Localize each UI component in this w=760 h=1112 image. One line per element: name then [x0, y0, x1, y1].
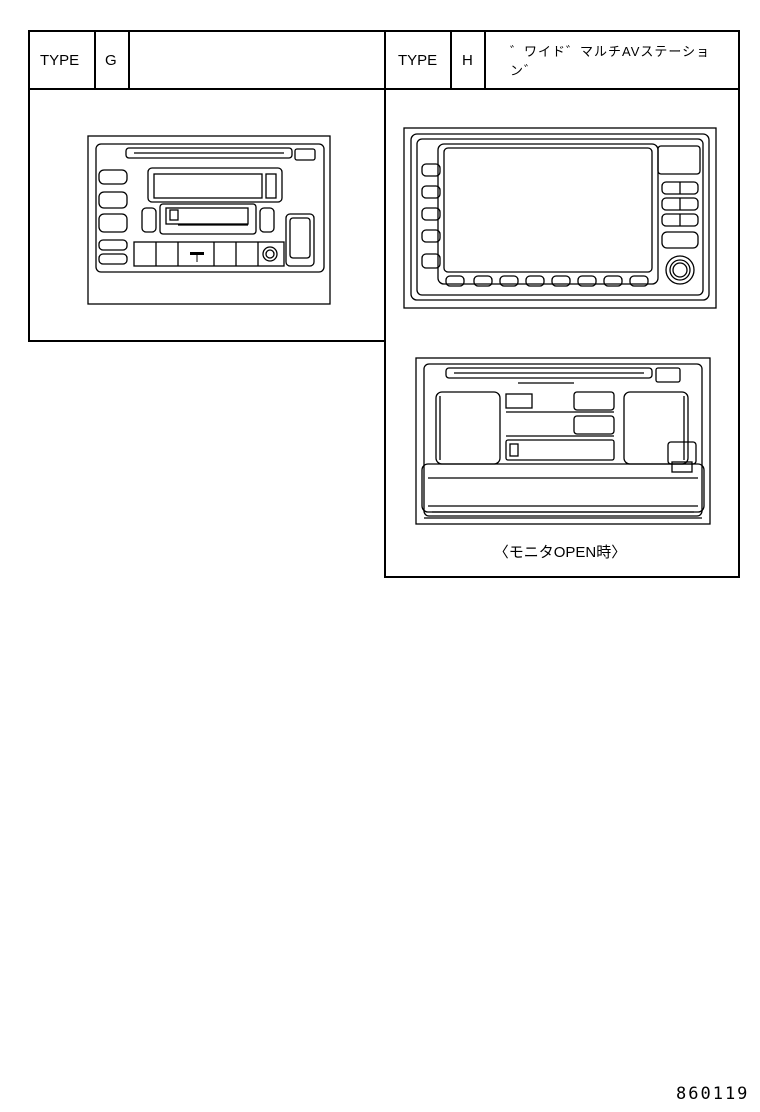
- left-speaker-pod: [435, 391, 501, 465]
- bottom-button-5: [551, 275, 571, 287]
- power-knob: [262, 246, 278, 262]
- panel-h-header: TYPE H ゛ワイド゛マルチAVステーション゛: [386, 32, 738, 90]
- panel-g-type-code: G: [96, 32, 130, 88]
- left-button-1: [98, 169, 128, 185]
- right-button-wide: [661, 231, 699, 249]
- av-volume-knob: [665, 255, 695, 285]
- tuning-button-left: [141, 207, 157, 233]
- side-button-3: [421, 207, 441, 221]
- bottom-button-4: [525, 275, 545, 287]
- audio-unit-g-illustration: [87, 135, 331, 305]
- eject-button: [294, 148, 316, 161]
- open-unit-outer-frame: [415, 357, 711, 525]
- side-button-5: [421, 253, 441, 269]
- preset-button-row: [133, 241, 285, 267]
- bottom-button-3: [499, 275, 519, 287]
- tuning-button-right: [259, 207, 275, 233]
- av-unit-outer-frame: [403, 127, 717, 309]
- panel-h-description: ゛ワイド゛マルチAVステーション゛: [510, 44, 711, 78]
- panel-g-description: [130, 32, 384, 88]
- cassette-slot: [505, 439, 615, 461]
- monitor-bezel: [437, 143, 659, 285]
- cassette-door: [159, 203, 257, 235]
- figure-code: 860119: [676, 1084, 750, 1104]
- display-window: [153, 173, 263, 199]
- cd-slot: [125, 147, 293, 159]
- side-button-4: [421, 229, 441, 243]
- monitor-open-caption: 〈モニタOPEN時〉: [493, 544, 627, 561]
- panel-h-type-label: TYPE: [386, 32, 452, 88]
- panel-type-h: TYPE H ゛ワイド゛マルチAVステーション゛: [384, 30, 740, 578]
- folded-monitor-tray: [421, 463, 705, 513]
- open-cd-slot: [445, 367, 653, 379]
- left-button-3: [98, 213, 128, 233]
- panel-h-type-code: H: [452, 32, 486, 88]
- right-button-large: [657, 145, 701, 175]
- side-button-2: [421, 185, 441, 199]
- av-station-closed-illustration: [403, 127, 717, 309]
- display-window-outer: [147, 167, 283, 203]
- centre-button-2: [573, 415, 615, 435]
- bottom-button-7: [603, 275, 623, 287]
- bottom-button-1: [445, 275, 465, 287]
- open-eject-button: [655, 367, 681, 383]
- volume-knob-housing: [285, 213, 315, 267]
- centre-button-1: [573, 391, 615, 411]
- unit-g-outer-frame: [87, 135, 331, 305]
- unit-g-faceplate: [95, 143, 325, 273]
- av-station-open-illustration: [415, 357, 711, 525]
- monitor-screen: [443, 147, 653, 273]
- panel-g-header: TYPE G: [30, 32, 384, 90]
- bottom-button-2: [473, 275, 493, 287]
- right-speaker-pod: [623, 391, 689, 465]
- left-button-5: [98, 253, 128, 265]
- bottom-button-6: [577, 275, 597, 287]
- side-knob: [667, 441, 697, 465]
- bottom-button-8: [629, 275, 649, 287]
- left-button-4: [98, 239, 128, 251]
- panel-g-type-label: TYPE: [30, 32, 96, 88]
- left-button-2: [98, 191, 128, 209]
- side-button-1: [421, 163, 441, 177]
